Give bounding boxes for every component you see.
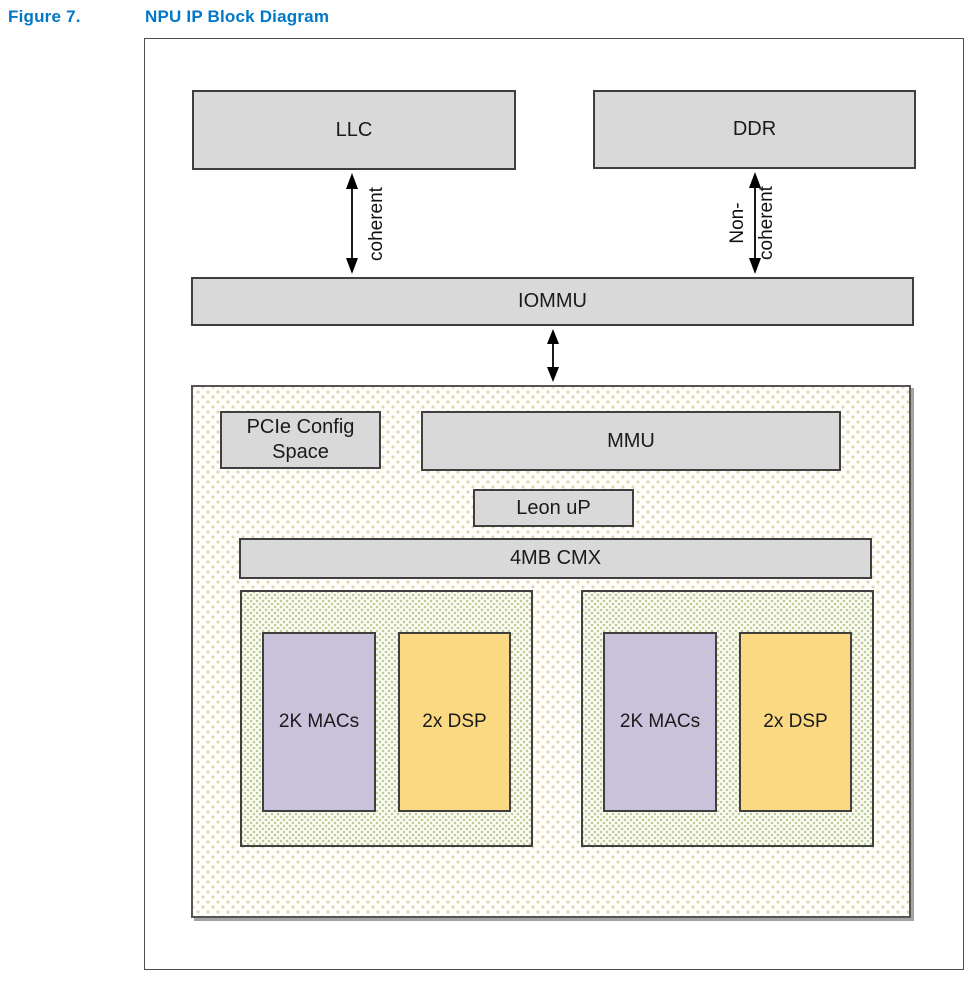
iommu-npu-double-arrow-icon — [547, 329, 559, 382]
dsp-left-label: 2x DSP — [422, 711, 487, 732]
leon-up-block: Leon uP — [473, 489, 634, 527]
llc-iommu-double-arrow-icon — [346, 173, 358, 274]
noncoherent-label-line1: Non- — [727, 202, 748, 244]
mac-left-label: 2K MACs — [278, 711, 360, 732]
dsp-block-left: 2x DSP — [398, 632, 511, 812]
figure-title: NPU IP Block Diagram — [145, 7, 330, 26]
mmu-label: MMU — [607, 429, 655, 452]
leon-up-label: Leon uP — [516, 496, 591, 519]
cmx-block: 4MB CMX — [239, 538, 872, 579]
pcie-config-block: PCIe Config Space — [220, 411, 381, 469]
mmu-block: MMU — [421, 411, 841, 471]
figure-number-label: Figure 7. — [8, 7, 81, 26]
dsp-block-right: 2x DSP — [739, 632, 852, 812]
mac-block-right: 2K MACs — [603, 632, 717, 812]
iommu-block: IOMMU — [191, 277, 914, 326]
iommu-label: IOMMU — [518, 290, 587, 312]
mac-block-left: 2K MACs — [262, 632, 376, 812]
noncoherent-label-line2: coherent — [756, 186, 777, 260]
noncoherent-link-label: Non- coherent — [723, 186, 781, 260]
ddr-iommu-double-arrow-icon — [749, 172, 761, 274]
dsp-right-label: 2x DSP — [763, 711, 828, 732]
ddr-label: DDR — [732, 118, 777, 140]
mac-right-label: 2K MACs — [619, 711, 701, 732]
llc-block: LLC — [192, 90, 516, 170]
llc-label: LLC — [335, 118, 373, 141]
ddr-block: DDR — [593, 90, 916, 169]
pcie-config-label: PCIe Config Space — [246, 416, 355, 463]
cmx-label: 4MB CMX — [509, 547, 602, 569]
coherent-link-label: coherent — [366, 187, 387, 261]
